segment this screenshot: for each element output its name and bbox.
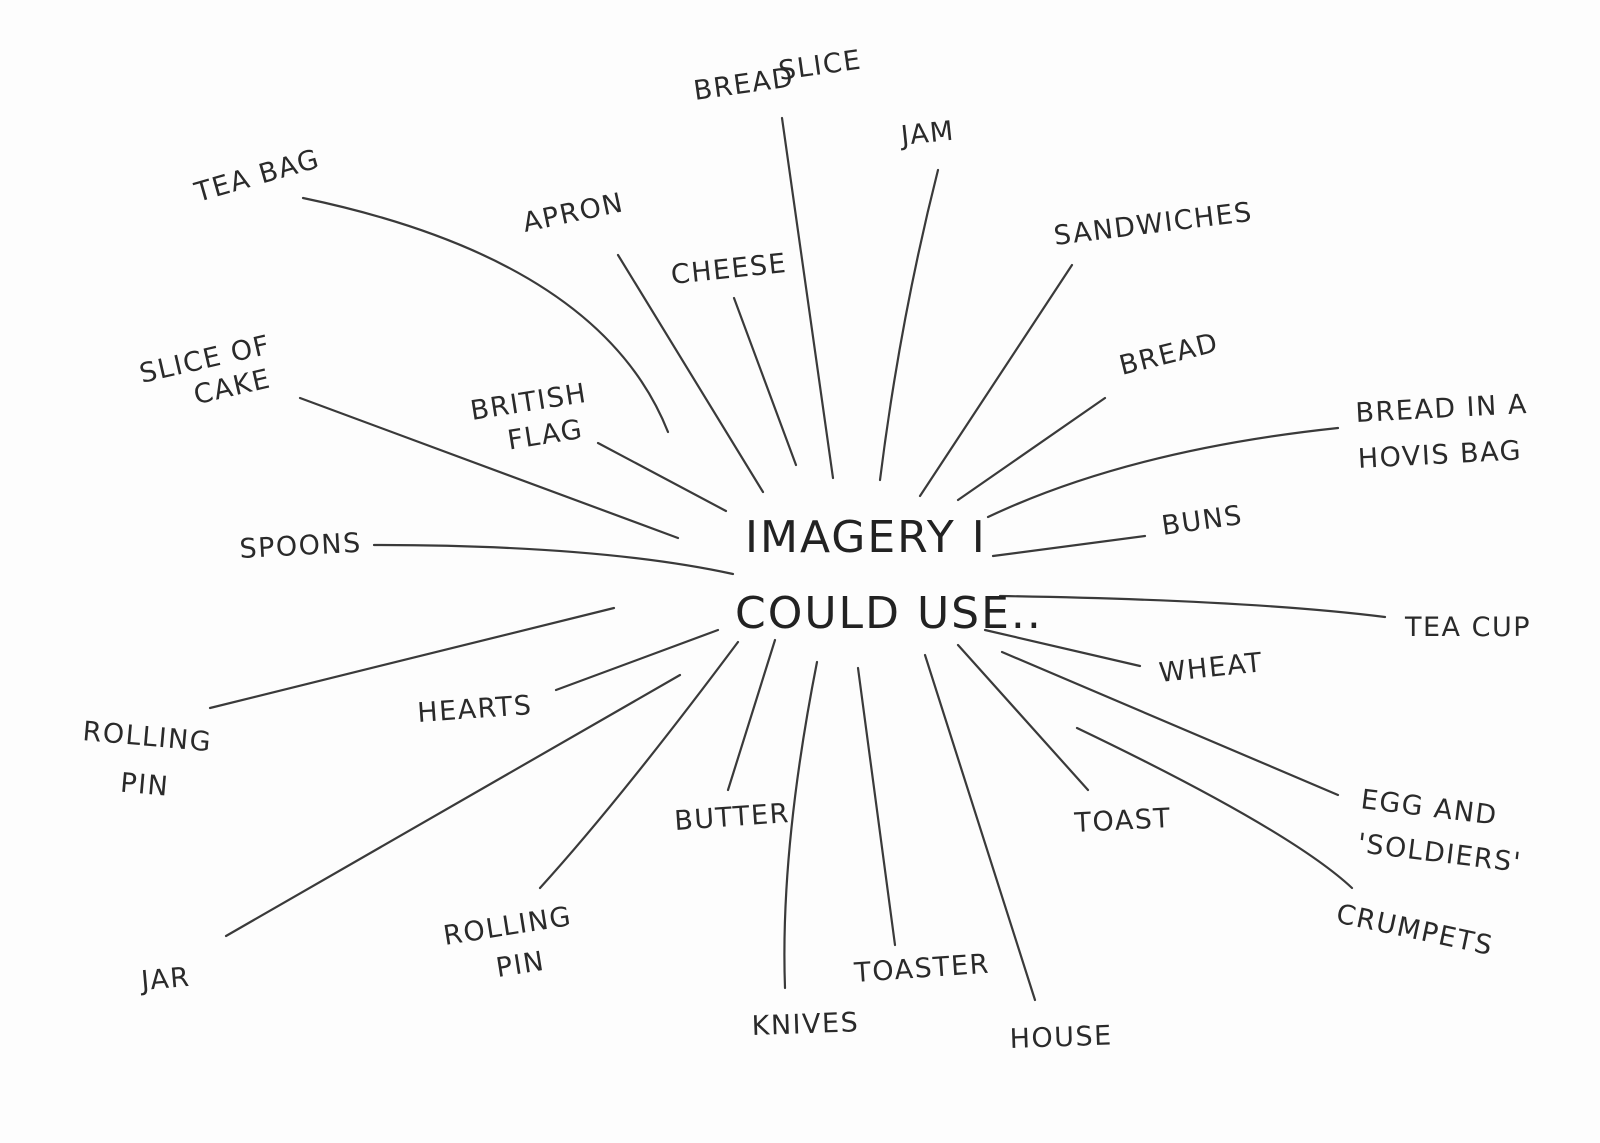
center-line-2: COULD USE.. xyxy=(735,588,1043,639)
spoke-jar xyxy=(224,673,682,938)
spoke-cheese xyxy=(732,296,798,467)
spoke-apron xyxy=(616,253,765,494)
spokes xyxy=(208,116,1387,1002)
spoke-rolling-pin-left xyxy=(208,606,616,710)
spoke-spoons xyxy=(372,543,735,576)
spoke-jam xyxy=(878,168,940,482)
label-cheese: CHEESE xyxy=(669,248,788,291)
label-british-flag: BRITISH FLAG xyxy=(468,376,605,461)
label-hearts: HEARTS xyxy=(416,690,533,729)
label-rolling-pin-bottom: ROLLING PIN xyxy=(441,899,590,991)
spoke-tea-bag xyxy=(301,196,670,434)
spoke-british-flag xyxy=(596,441,728,513)
label-rolling-pin-left: ROLLING PIN xyxy=(77,716,223,807)
label-toaster: TOASTER xyxy=(852,949,991,989)
label-buns: BUNS xyxy=(1160,500,1245,542)
spoke-buns xyxy=(991,534,1147,558)
label-sandwiches: SANDWICHES xyxy=(1052,197,1254,252)
label-jam: JAM xyxy=(898,116,957,153)
label-butter: BUTTER xyxy=(673,798,791,837)
label-wheat: WHEAT xyxy=(1157,647,1264,689)
label-house: HOUSE xyxy=(1009,1020,1113,1055)
label-hovis-bag: BREAD IN A HOVIS BAG xyxy=(1355,388,1541,474)
spoke-egg-soldiers xyxy=(1000,650,1340,797)
label-toast: TOAST xyxy=(1073,803,1172,839)
spoke-wheat xyxy=(983,628,1142,668)
label-crumpets: CRUMPETS xyxy=(1334,899,1497,963)
spoke-bread-slice xyxy=(780,116,835,480)
label-bread-slice: BREAD SLICE xyxy=(691,45,865,107)
spoke-hearts xyxy=(554,628,720,692)
spoke-rolling-pin-bottom xyxy=(538,640,740,890)
spoke-toast xyxy=(956,643,1090,792)
spoke-bread xyxy=(956,396,1107,502)
spoke-knives xyxy=(783,660,819,990)
spoke-slice-of-cake xyxy=(298,396,680,540)
spoke-butter xyxy=(726,638,777,792)
label-egg-soldiers: EGG AND 'SOLDIERS' xyxy=(1354,784,1529,879)
spoke-hovis-bag xyxy=(986,426,1340,519)
center-line-1: IMAGERY I xyxy=(745,512,987,563)
label-spoons: SPOONS xyxy=(239,528,363,565)
spoke-sandwiches xyxy=(918,263,1074,498)
spoke-crumpets xyxy=(1075,726,1354,890)
spoke-tea-cup xyxy=(998,594,1387,619)
label-jar: JAR xyxy=(138,962,192,997)
label-knives: KNIVES xyxy=(751,1007,860,1042)
label-bread: BREAD xyxy=(1116,327,1222,382)
label-slice-of-cake: SLICE OF CAKE xyxy=(137,327,291,422)
spoke-toaster xyxy=(856,666,897,947)
spoke-house xyxy=(923,653,1037,1002)
label-apron: APRON xyxy=(520,187,627,239)
center-node: IMAGERY I COULD USE.. xyxy=(735,512,1043,639)
label-tea-cup: TEA CUP xyxy=(1404,612,1531,643)
